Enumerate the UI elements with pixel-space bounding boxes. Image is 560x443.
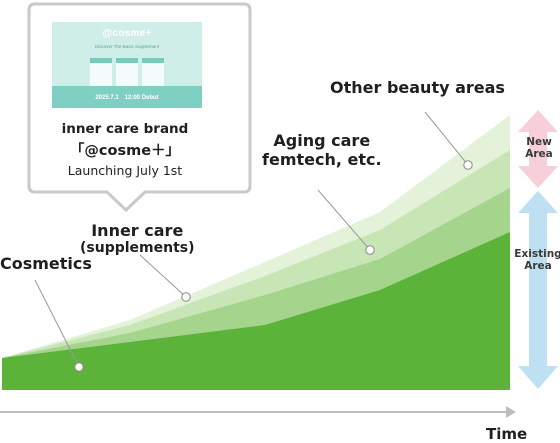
new-area-label: New Area	[509, 136, 560, 160]
existing-area-arrow	[518, 191, 558, 389]
thumbnail-subtitle: Discover The Basic Supplement	[95, 44, 159, 49]
existing-area-label-line-1: Existing	[514, 248, 560, 260]
other-beauty-marker	[463, 160, 473, 170]
callout-line-1: inner care brand	[61, 121, 189, 137]
new-area-label-line-1: New	[526, 136, 552, 148]
aging-care-pointer	[317, 189, 371, 251]
callout-text: inner care brand 「@cosme＋」 Launching Jul…	[30, 121, 220, 178]
existing-area-label-line-2: Area	[524, 260, 552, 273]
inner-care-label: Inner care (supplements)	[80, 221, 195, 257]
cosmetics-layer	[2, 232, 510, 390]
cosmetics-pointer	[34, 279, 80, 368]
other-beauty-label: Other beauty areas	[330, 78, 505, 97]
aging-care-label-line-1: Aging care	[273, 131, 371, 150]
aging-care-label-line-2: femtech, etc.	[262, 150, 382, 170]
time-axis-arrowhead	[506, 406, 516, 418]
thumbnail-base	[52, 86, 202, 108]
aging-care-marker	[365, 245, 375, 255]
aging-care-label: Aging care femtech, etc.	[262, 131, 382, 169]
inner-care-pointer	[139, 254, 187, 298]
new-area-arrow	[518, 110, 558, 188]
cosme-plus-logo: @cosme+	[102, 28, 152, 39]
cosmetics-marker	[74, 362, 84, 372]
existing-area-label: Existing Area	[508, 248, 560, 272]
inner-care-marker	[181, 292, 191, 302]
new-area-label-line-2: Area	[525, 148, 553, 161]
other-beauty-pointer	[424, 111, 469, 166]
product-box-1	[90, 58, 112, 88]
cosmetics-label: Cosmetics	[0, 254, 92, 273]
cosme-plus-thumbnail: @cosme+ Discover The Basic Supplement 20…	[52, 22, 202, 108]
time-axis-label: Time	[486, 425, 528, 443]
callout-line-3: Launching July 1st	[67, 163, 183, 178]
thumbnail-date: 2025.7.1 12:00 Debut	[95, 95, 159, 101]
product-box-2	[116, 58, 138, 88]
inner-care-label-line-1: Inner care	[91, 221, 184, 240]
callout-line-2: 「@cosme＋」	[69, 143, 181, 159]
inner-care-label-line-2: (supplements)	[80, 240, 195, 257]
product-box-3	[142, 58, 164, 88]
